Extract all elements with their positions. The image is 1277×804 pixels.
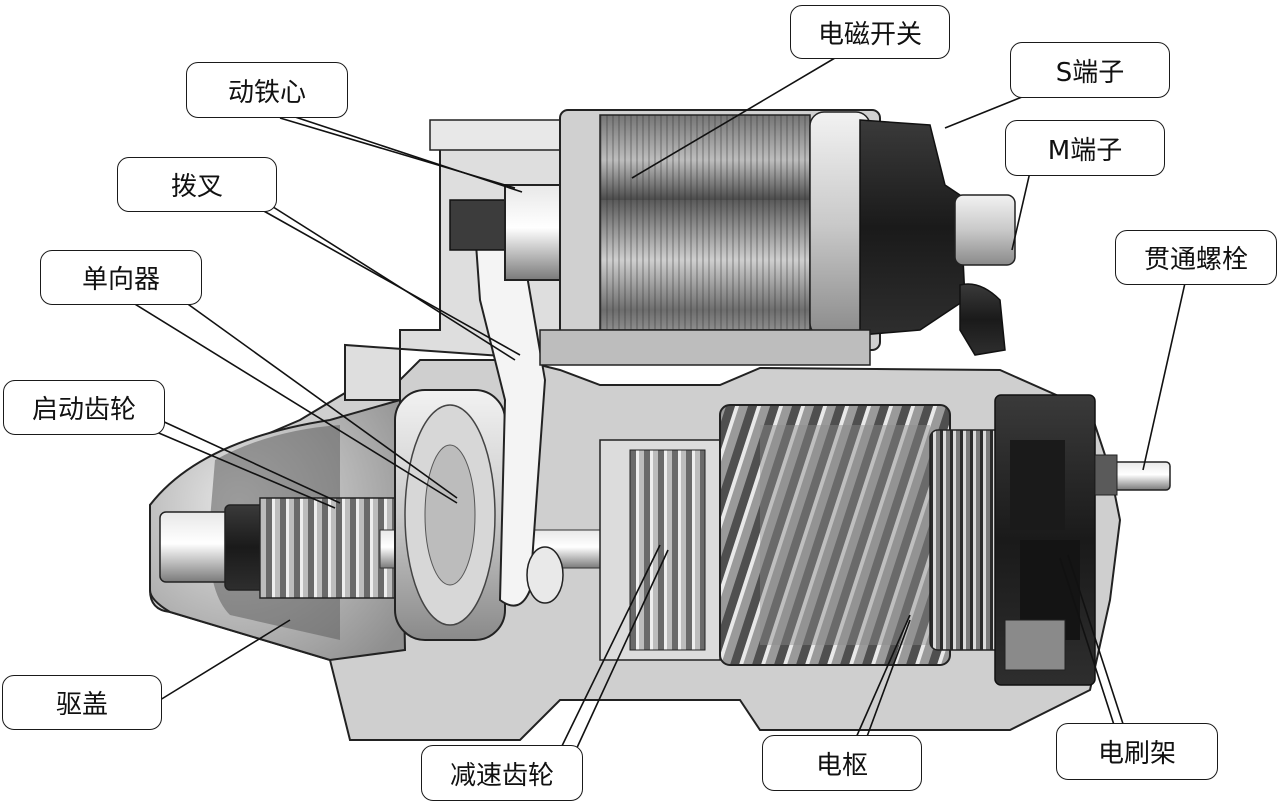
label-plunger: 动铁心 [186,62,348,118]
reduction-gear-part [599,439,721,661]
label-solenoid-switch: 电磁开关 [790,5,950,59]
solenoid-part [539,109,1016,366]
label-brush-holder: 电刷架 [1056,723,1218,780]
label-starter-pinion: 启动齿轮 [3,380,165,435]
leader-lines [124,54,1186,753]
clutch-part [394,389,506,641]
label-m-terminal: M端子 [1005,120,1165,176]
through-bolt-part [1094,454,1171,496]
label-through-bolt: 贯通螺栓 [1115,230,1277,285]
armature-part [719,404,1011,666]
label-one-way-clutch: 单向器 [40,250,202,305]
label-reduction-gear: 减速齿轮 [421,745,583,801]
brush-holder-part [994,394,1096,686]
label-shift-fork: 拨叉 [117,157,277,212]
label-s-terminal: S端子 [1010,42,1170,98]
label-drive-housing: 驱盖 [2,675,162,730]
label-armature: 电枢 [762,735,922,791]
